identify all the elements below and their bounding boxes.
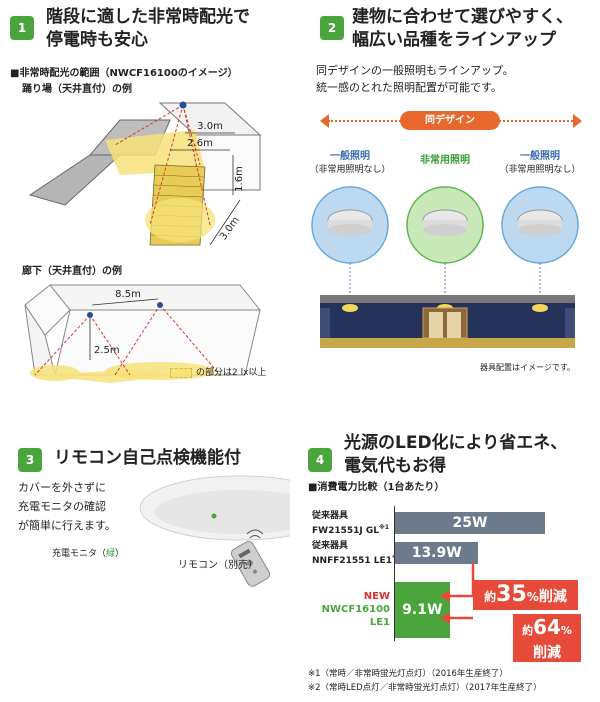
row-label: 従来器具 FW21551J GL※1 [312, 511, 390, 536]
footnote: ※1（常時／非常時蛍光灯点灯）（2016年生産終了） [308, 669, 508, 679]
legend-text: の部分は2 lx以上 [196, 368, 267, 378]
light-type-sub: （非常用照明なし） [499, 165, 581, 175]
corridor-example-label: 廊下（天井直付）の例 [22, 266, 122, 277]
dim-label: 3.0m [218, 215, 242, 242]
feature-description: 同デザインの一般照明もラインアップ。 統一感のとれた照明配置が可能です。 [316, 64, 514, 94]
light-type-label: 非常用照明 [420, 155, 470, 166]
light-type-label: 一般照明 [520, 151, 560, 162]
same-design-label: 同デザイン [400, 111, 500, 130]
feature-title: 階段に適した非常時配光で 停電時も安心 [46, 7, 250, 50]
feature-number-badge: 4 [308, 448, 332, 472]
stairs-illustration: 3.0m 2.6m 1.6m 3.0m [28, 101, 262, 246]
note-text: 器具配置はイメージです。 [480, 363, 576, 372]
feature-number-badge: 2 [320, 16, 344, 40]
lighting-lineup-illustration [311, 186, 579, 348]
reduction-badge: 約35%削減 [473, 580, 578, 610]
feature-title: 光源のLED化により省エネ、 電気代もお得 [344, 433, 568, 476]
charge-monitor-label: 充電モニタ（緑） [52, 549, 125, 559]
remote-illustration [139, 475, 290, 587]
light-type-label: 一般照明 [330, 151, 370, 162]
arrow-right-icon [573, 114, 582, 128]
row-label: NEW NWCF16100 LE1 [321, 591, 390, 628]
bar: 25W [395, 512, 545, 534]
dim-label: 2.6m [187, 138, 213, 149]
reduction-arrows [440, 563, 475, 624]
dim-label: 8.5m [115, 289, 141, 300]
section-subtitle: ■消費電力比較（1台あたり） [308, 482, 445, 493]
fixture-icon [327, 209, 373, 236]
dim-label: 3.0m [197, 121, 223, 132]
remote-label: リモコン（別売） [178, 560, 258, 571]
stairs-example-label: 踊り場（天井直付）の例 [22, 84, 132, 95]
arrow-left-icon [320, 114, 329, 128]
reduction-badge: 約64% 削減 [513, 614, 581, 662]
footnote: ※2（常時LED点灯／非常時蛍光灯点灯）（2017年生産終了） [308, 683, 542, 693]
chart-axis [394, 506, 395, 641]
section-subtitle: ■非常時配光の範囲（NWCF16100のイメージ） [10, 68, 238, 79]
dim-label: 1.6m [234, 166, 245, 192]
dim-label: 2.5m [94, 345, 120, 356]
bar: 13.9W [395, 542, 479, 564]
light-type-sub: （非常用照明なし） [309, 165, 391, 175]
feature-description: カバーを外さずに 充電モニタの確認 が簡単に行えます。 [18, 481, 116, 532]
power-comparison-chart: 従来器具 FW21551J GL※1 従来器具 NNFF21551 LE1※2 … [308, 498, 598, 662]
feature-number-badge: 1 [10, 16, 34, 40]
feature-title: リモコン自己点検機能付 [54, 448, 241, 468]
feature-title: 建物に合わせて選びやすく、 幅広い品種をラインアップ [352, 7, 573, 50]
bar: 9.1W [395, 582, 450, 638]
row-label: 従来器具 NNFF21551 LE1※2 [312, 541, 402, 566]
corridor-illustration: 2.5m 8.5m [24, 284, 262, 383]
feature-number-badge: 3 [18, 448, 42, 472]
legend-swatch [170, 368, 192, 378]
